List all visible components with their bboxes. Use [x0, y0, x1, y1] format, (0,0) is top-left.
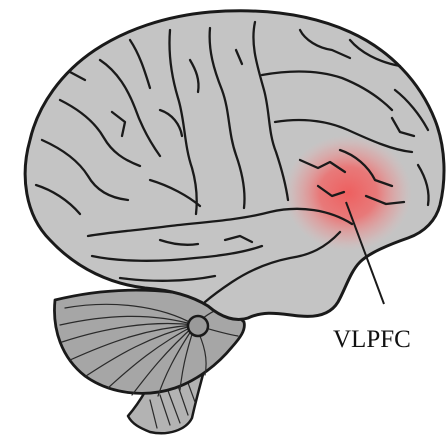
- cerebellar-peduncle: [188, 316, 208, 336]
- vlpfc-label: VLPFC: [333, 326, 411, 353]
